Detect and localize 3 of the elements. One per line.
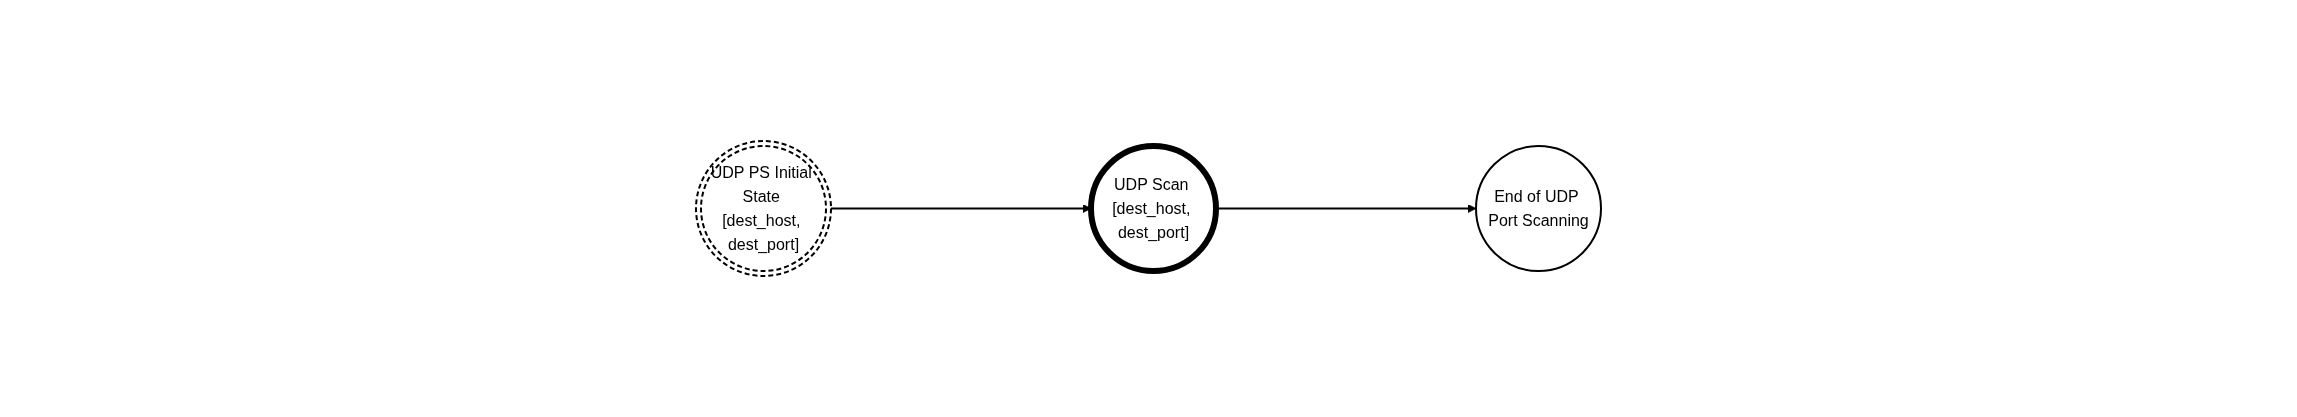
node-circle: UDP PS Initial State [dest_host, dest_port]	[695, 140, 832, 277]
node-circle: End of UDP Port Scanning	[1475, 145, 1602, 272]
node-circle: UDP Scan [dest_host, dest_port]	[1088, 143, 1219, 274]
